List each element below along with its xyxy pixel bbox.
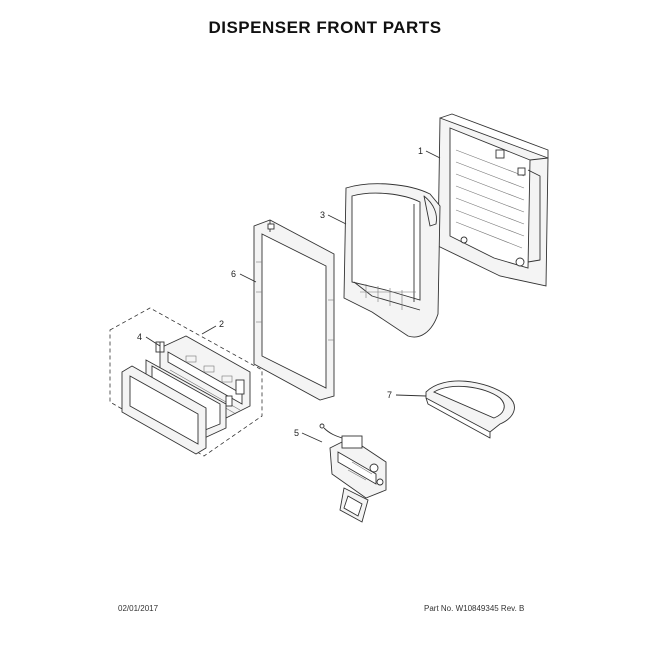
part-1-housing[interactable] bbox=[437, 113, 549, 287]
callout-1: 1 bbox=[418, 146, 423, 156]
callout-leaders bbox=[145, 150, 441, 443]
part-7-drip-tray[interactable] bbox=[425, 380, 515, 439]
part-6-bezel-frame[interactable] bbox=[253, 219, 335, 401]
part-2-assembly-outline bbox=[109, 307, 263, 457]
footer-date: 02/01/2017 bbox=[118, 604, 159, 613]
page-title: DISPENSER FRONT PARTS bbox=[208, 18, 442, 37]
part-2-control-board[interactable] bbox=[159, 335, 251, 421]
callout-3: 3 bbox=[320, 210, 325, 220]
callout-4: 4 bbox=[137, 332, 142, 342]
part-3-chute-surround[interactable] bbox=[343, 183, 441, 338]
front-cover-plate[interactable] bbox=[121, 365, 207, 455]
callout-2: 2 bbox=[219, 319, 224, 329]
callout-5: 5 bbox=[294, 428, 299, 438]
callout-7: 7 bbox=[387, 390, 392, 400]
part-4-clip[interactable] bbox=[155, 341, 165, 353]
footer-part-number: Part No. W10849345 Rev. B bbox=[424, 604, 525, 613]
callout-6: 6 bbox=[231, 269, 236, 279]
part-5-switch-assembly[interactable] bbox=[319, 423, 387, 523]
